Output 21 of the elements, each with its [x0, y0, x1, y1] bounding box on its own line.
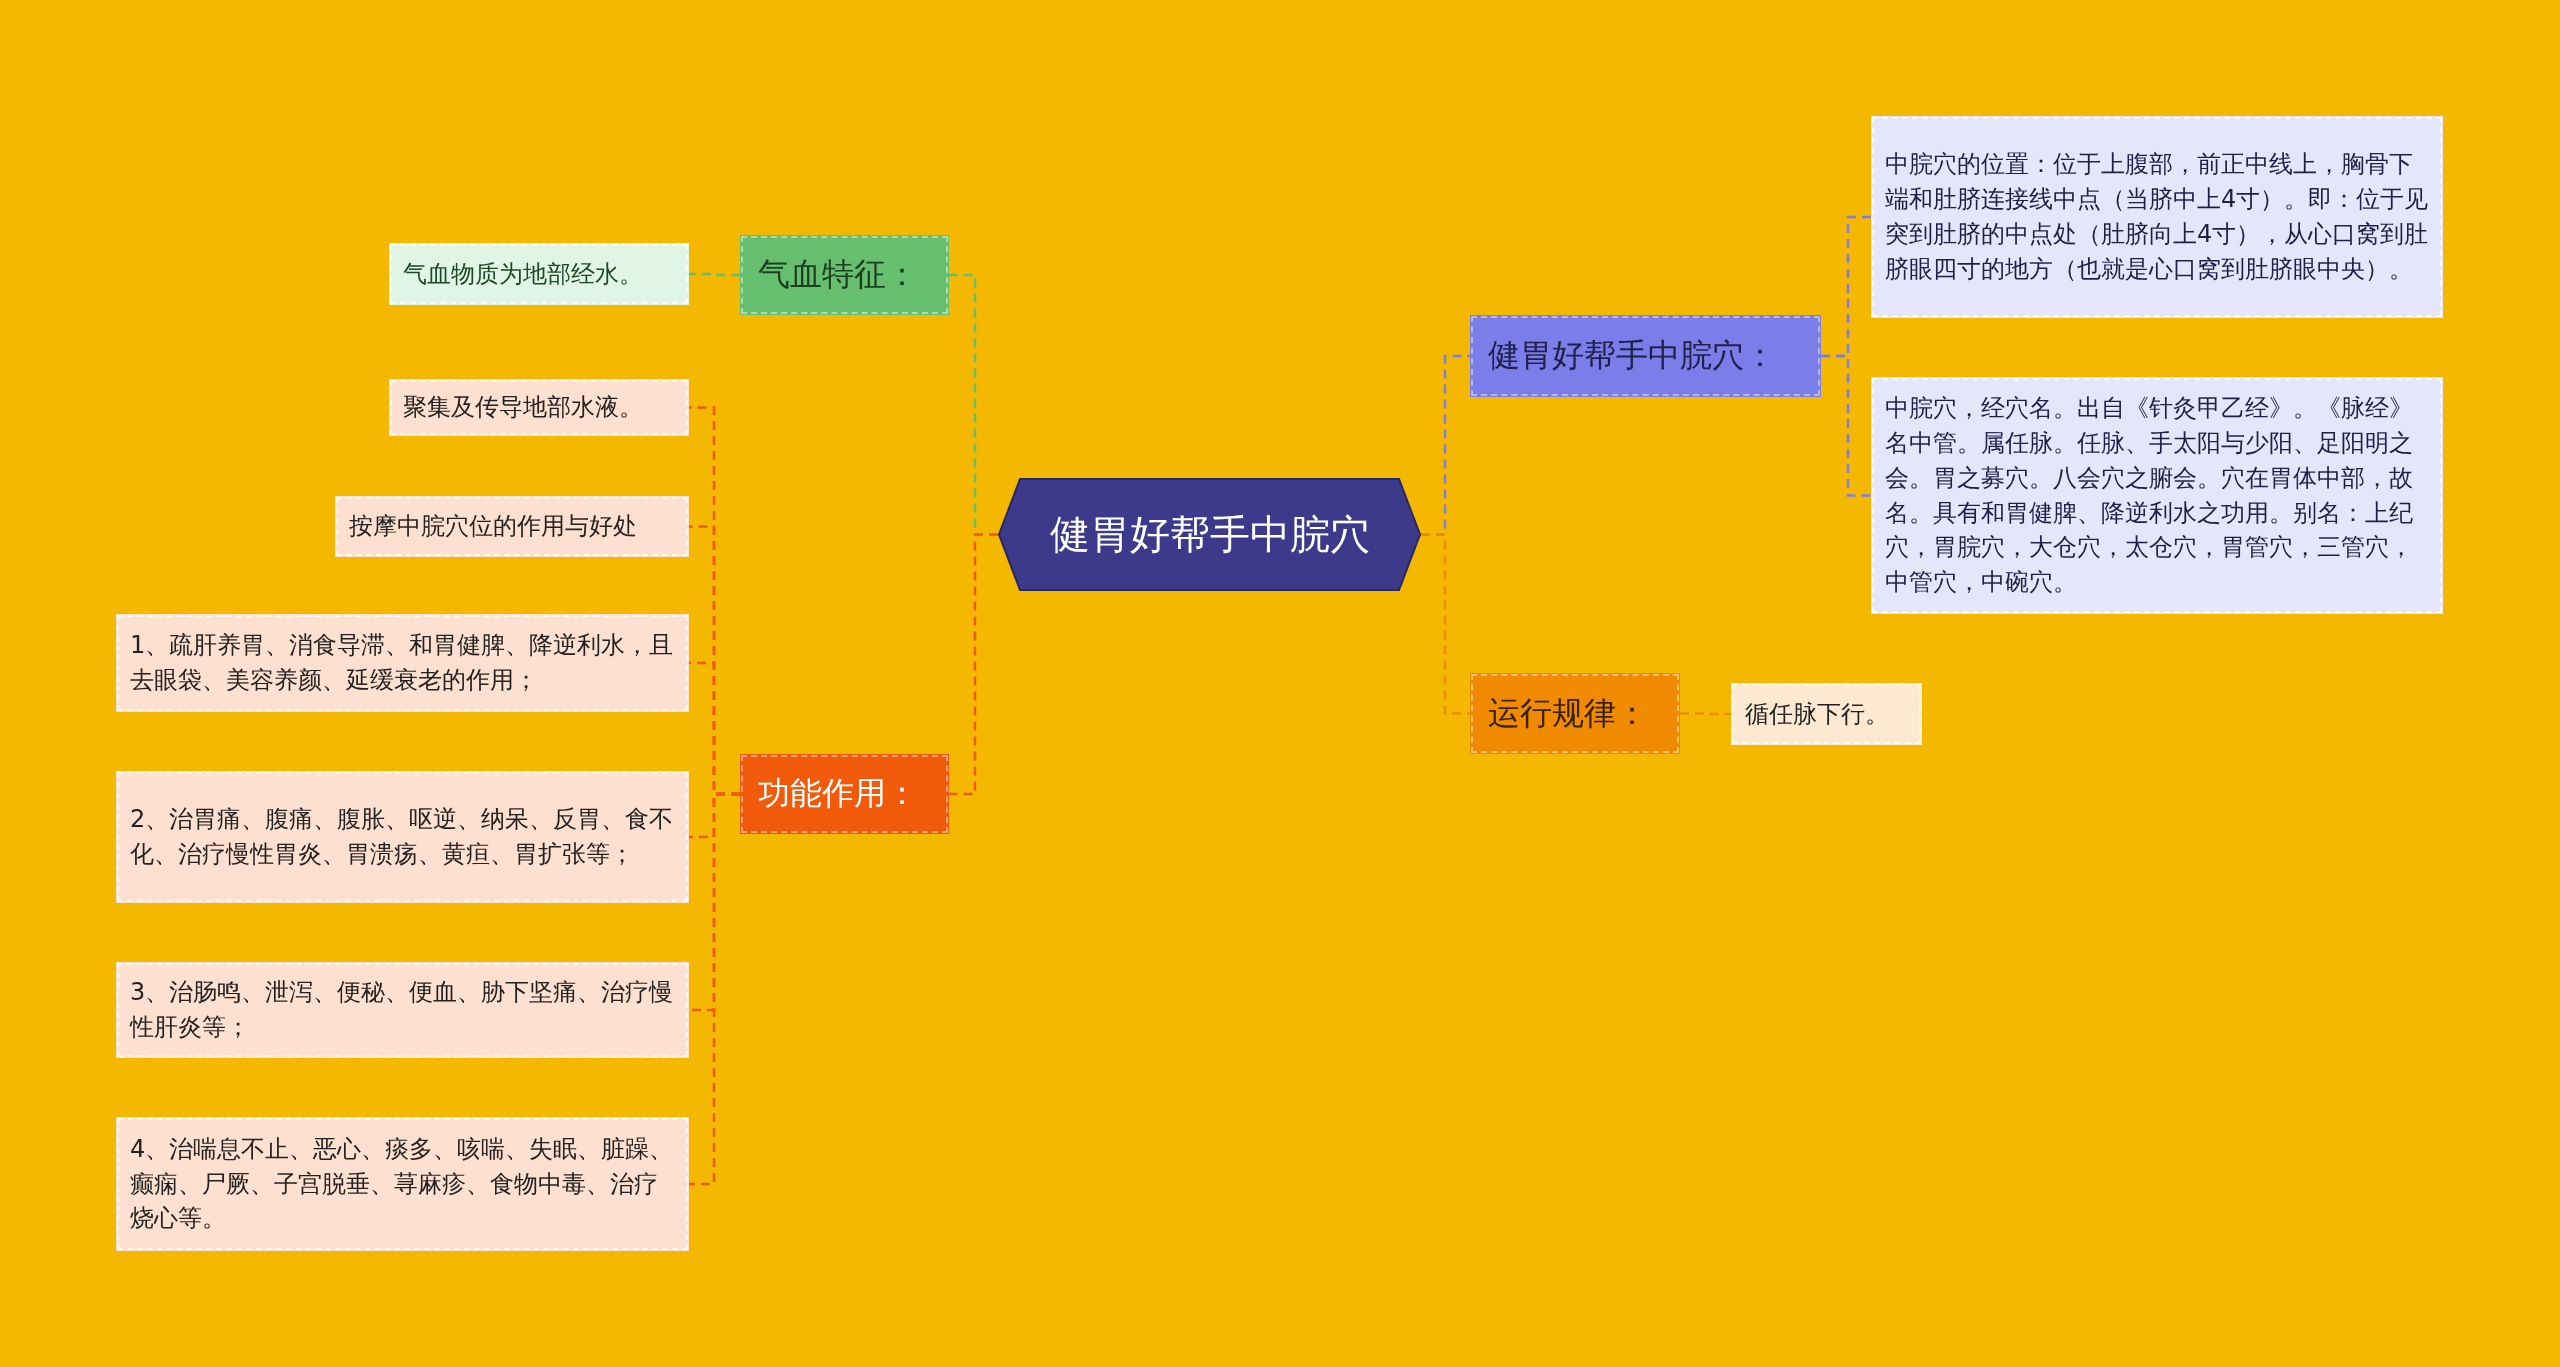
connector-line	[689, 272, 740, 277]
note-box: 按摩中脘穴位的作用与好处	[335, 496, 689, 557]
central-topic-text: 健胃好帮手中脘穴	[1049, 510, 1370, 559]
note-box: 2、治胃痛、腹痛、腹胀、呕逆、纳呆、反胃、食不化、治疗慢性胃炎、胃溃疡、黄疸、胃扩张等；	[116, 771, 689, 903]
topic-box: 功能作用：	[740, 754, 949, 834]
note-box: 中脘穴的位置：位于上腹部，前正中线上，胸骨下端和肚脐连接线中点（当脐中上4寸）。即：位于见突到肚脐的中点处（肚脐向上4寸），从心口窝到肚脐眼四寸的地方（也就是心口窝到肚脐眼中央）。	[1871, 116, 2443, 318]
note-box: 1、疏肝养胃、消食导滞、和胃健脾、降逆利水，且去眼袋、美容养颜、延缓衰老的作用；	[116, 614, 689, 712]
connector-line	[1680, 712, 1731, 716]
note-box: 中脘穴，经穴名。出自《针灸甲乙经》。《脉经》名中管。属任脉。任脉、手太阳与少阳、足阳明之会。胃之募穴。八会穴之腑会。穴在胃体中部，故名。具有和胃健脾、降逆利水之功用。别名：上纪穴，胃脘穴，大仓穴，太仓穴，胃管穴，三管穴，中管穴，中碗穴。	[1871, 377, 2443, 614]
connector-line	[689, 792, 740, 1186]
note-box: 4、治喘息不止、恶心、痰多、咳喘、失眠、脏躁、癫痫、尸厥、子宫脱垂、荨麻疹、食物中毒、治疗烧心等。	[116, 1117, 689, 1251]
connector-line	[1821, 354, 1871, 497]
topic-box: 气血特征：	[740, 235, 949, 315]
note-box: 循任脉下行。	[1731, 683, 1922, 745]
connector-line	[1421, 533, 1470, 715]
topic-box: 健胃好帮手中脘穴：	[1470, 315, 1821, 397]
note-box: 聚集及传导地部水液。	[389, 379, 689, 436]
connector-line	[949, 533, 998, 796]
note-box: 3、治肠鸣、泄泻、便秘、便血、胁下坚痛、治疗慢性肝炎等；	[116, 962, 689, 1058]
topic-box: 运行规律：	[1470, 673, 1680, 754]
note-box: 气血物质为地部经水。	[389, 243, 689, 305]
